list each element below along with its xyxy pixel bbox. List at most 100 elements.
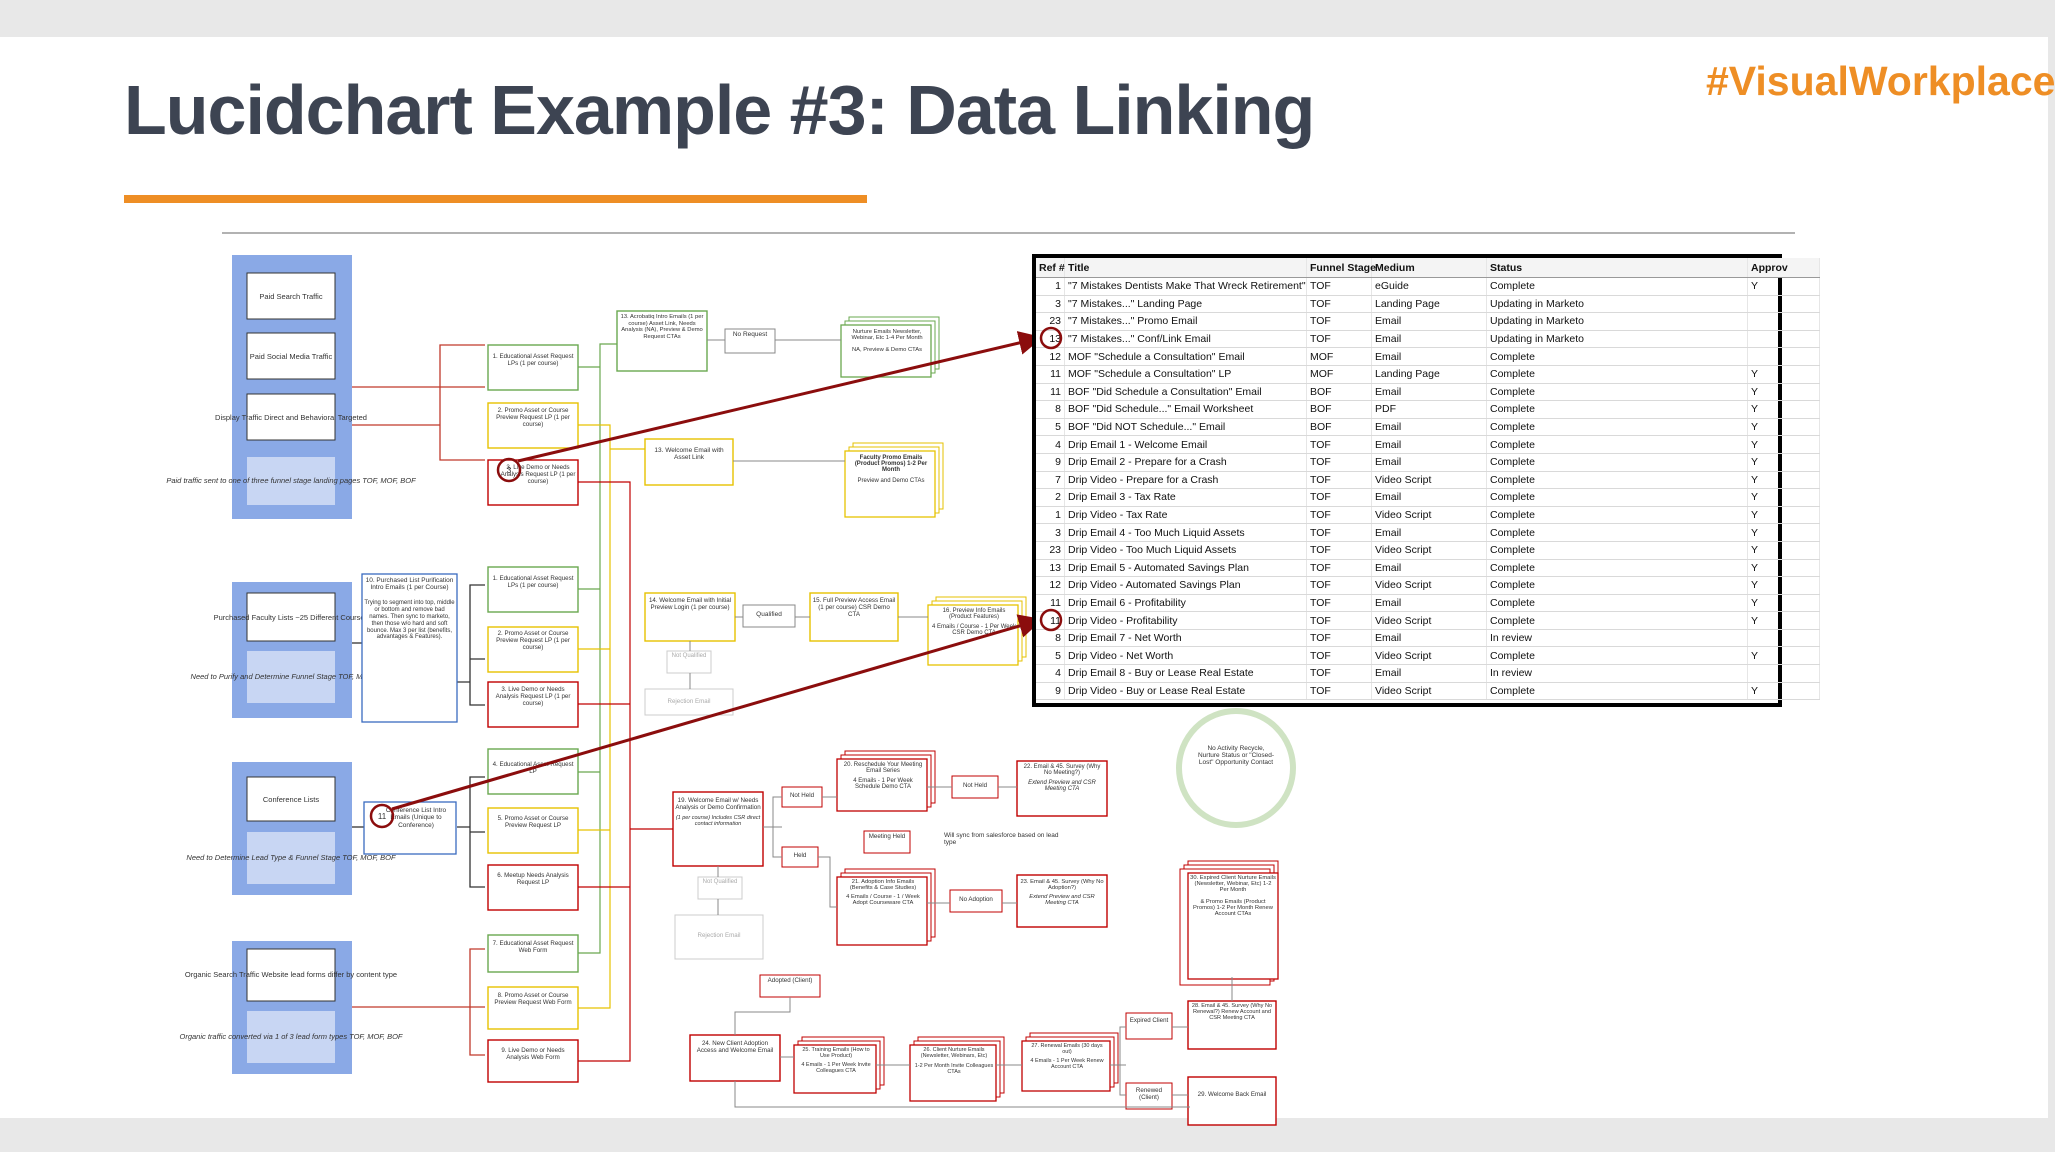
sheet-cell: TOF bbox=[1306, 435, 1372, 454]
source-conference-note: Need to Determine Lead Type & Funnel Sta… bbox=[186, 853, 396, 862]
sheet-cell: Email bbox=[1371, 330, 1487, 349]
sheet-cell: Drip Video - Prepare for a Crash bbox=[1064, 471, 1307, 490]
sheet-cell: Complete bbox=[1486, 400, 1748, 419]
sheet-cell: TOF bbox=[1306, 576, 1372, 595]
sheet-cell: "7 Mistakes..." Promo Email bbox=[1064, 312, 1307, 331]
expired-node: Expired Client Renewed (Client) bbox=[1125, 1012, 1173, 1110]
lp-group-1: 1. Educational Asset Request LPs (1 per … bbox=[487, 344, 579, 506]
sheet-cell bbox=[1747, 295, 1820, 314]
slide: Lucidchart Example #3: Data Linking #Vis… bbox=[0, 37, 2055, 1126]
sheet-cell bbox=[1747, 664, 1820, 683]
marker-circle-11-sheet bbox=[1039, 608, 1063, 632]
sheet-cell: MOF "Schedule a Consultation" Email bbox=[1064, 347, 1307, 366]
sheet-cell: BOF bbox=[1306, 383, 1372, 402]
sheet-cell: BOF "Did Schedule a Consultation" Email bbox=[1064, 383, 1307, 402]
sheet-cell: Complete bbox=[1486, 347, 1748, 366]
lp-group-2: 1. Educational Asset Request LPs (1 per … bbox=[487, 566, 579, 728]
flowchart-diagram: Paid Search Traffic Paid Social Media Tr… bbox=[166, 232, 1795, 1126]
sheet-column-header[interactable]: Funnel Stage bbox=[1306, 258, 1376, 278]
sheet-cell: Drip Email 8 - Buy or Lease Real Estate bbox=[1064, 664, 1307, 683]
sheet-cell: 13 bbox=[1036, 559, 1065, 578]
sheet-cell: Drip Email 2 - Prepare for a Crash bbox=[1064, 453, 1307, 472]
sheet-cell: MOF "Schedule a Consultation" LP bbox=[1064, 365, 1307, 384]
marker-circle-3-sheet bbox=[1039, 326, 1063, 350]
source-panel-conference: Conference Lists Need to Determine Lead … bbox=[186, 762, 396, 895]
not-held-node: Not Held Not Held bbox=[781, 775, 999, 808]
sheet-cell: 12 bbox=[1036, 576, 1065, 595]
welcome-14-node: 14. Welcome Email with Initial Preview L… bbox=[644, 592, 736, 642]
source-paid-search: Paid Search Traffic bbox=[259, 292, 322, 301]
marker-label-11: 11 bbox=[378, 812, 387, 821]
sheet-cell: Email bbox=[1371, 664, 1487, 683]
sheet-cell: Drip Email 6 - Profitability bbox=[1064, 594, 1307, 613]
purchased-list-node: 10. Purchased List Purification Intro Em… bbox=[361, 573, 458, 723]
sheet-cell: Y bbox=[1747, 277, 1820, 296]
sheet-cell: 23 bbox=[1036, 312, 1065, 331]
sheet-cell: Y bbox=[1747, 400, 1820, 419]
sheet-cell: Complete bbox=[1486, 646, 1748, 666]
sheet-cell: Y bbox=[1747, 646, 1820, 666]
sheet-cell: Drip Video - Too Much Liquid Assets bbox=[1064, 541, 1307, 560]
page-title: Lucidchart Example #3: Data Linking bbox=[124, 71, 1315, 149]
no-adoption-node: No Adoption bbox=[949, 889, 1003, 913]
reschedule-node: 20. Reschedule Your Meeting Email Series… bbox=[836, 750, 936, 812]
sheet-cell: Y bbox=[1747, 594, 1820, 613]
nurture-node: Nurture Emails Newsletter, Webinar, Etc … bbox=[840, 316, 940, 378]
sheet-column-header[interactable]: Status bbox=[1486, 258, 1748, 278]
sheet-cell: TOF bbox=[1306, 629, 1372, 648]
sheet-cell: TOF bbox=[1306, 453, 1372, 472]
sheet-cell: TOF bbox=[1306, 682, 1372, 701]
sheet-cell: Complete bbox=[1486, 453, 1748, 472]
sheet-cell: Complete bbox=[1486, 418, 1748, 437]
sheet-cell: Complete bbox=[1486, 471, 1748, 490]
conference-list-node: Conference List Intro Emails (Unique to … bbox=[363, 801, 457, 855]
training-node: 25. Training Emails (How to Use Product)… bbox=[793, 1036, 885, 1094]
sheet-column-header[interactable]: Approv bbox=[1747, 258, 1820, 278]
data-link-arrow-11 bbox=[391, 614, 1043, 811]
sheet-cell: Email bbox=[1371, 383, 1487, 402]
sheet-cell: Drip Email 3 - Tax Rate bbox=[1064, 488, 1307, 507]
marker-circle-11-diagram bbox=[369, 803, 395, 829]
sheet-cell: TOF bbox=[1306, 277, 1372, 296]
marker-circle-3-diagram bbox=[496, 457, 522, 483]
sheet-cell bbox=[1747, 347, 1820, 366]
sheet-cell: Y bbox=[1747, 418, 1820, 437]
sheet-cell: BOF "Did NOT Schedule..." Email bbox=[1064, 418, 1307, 437]
sheet-cell: Video Script bbox=[1371, 576, 1487, 595]
sheet-column-header[interactable]: Title bbox=[1064, 258, 1307, 278]
sheet-cell: Updating in Marketo bbox=[1486, 312, 1748, 331]
source-panel-purchased: Purchased Faculty Lists ~25 Different Co… bbox=[191, 582, 392, 718]
sheet-cell: 3 bbox=[1036, 295, 1065, 314]
sheet-cell: Video Script bbox=[1371, 611, 1487, 630]
sheet-cell: MOF bbox=[1306, 365, 1372, 384]
source-panel-organic: Organic Search Traffic Website lead form… bbox=[179, 941, 403, 1074]
sheet-cell: Y bbox=[1747, 506, 1820, 525]
sheet-cell bbox=[1747, 330, 1820, 349]
sheet-cell: Email bbox=[1371, 435, 1487, 454]
sheet-cell: "7 Mistakes Dentists Make That Wreck Ret… bbox=[1064, 277, 1307, 296]
no-request-node: No Request bbox=[724, 328, 776, 354]
sheet-cell: Y bbox=[1747, 488, 1820, 507]
sheet-cell: Email bbox=[1371, 629, 1487, 648]
sheet-cell: TOF bbox=[1306, 506, 1372, 525]
sheet-column-header[interactable]: Ref # bbox=[1036, 258, 1065, 278]
sheet-cell: Drip Video - Automated Savings Plan bbox=[1064, 576, 1307, 595]
sheet-column-header[interactable]: Medium bbox=[1371, 258, 1487, 278]
sheet-cell: Complete bbox=[1486, 523, 1748, 542]
sheet-cell: BOF bbox=[1306, 418, 1372, 437]
sheet-cell: BOF bbox=[1306, 400, 1372, 419]
sheet-cell: TOF bbox=[1306, 523, 1372, 542]
client-nurture-node: 26. Client Nurture Emails (Newsletter, W… bbox=[909, 1036, 1005, 1102]
sheet-cell: 5 bbox=[1036, 418, 1065, 437]
